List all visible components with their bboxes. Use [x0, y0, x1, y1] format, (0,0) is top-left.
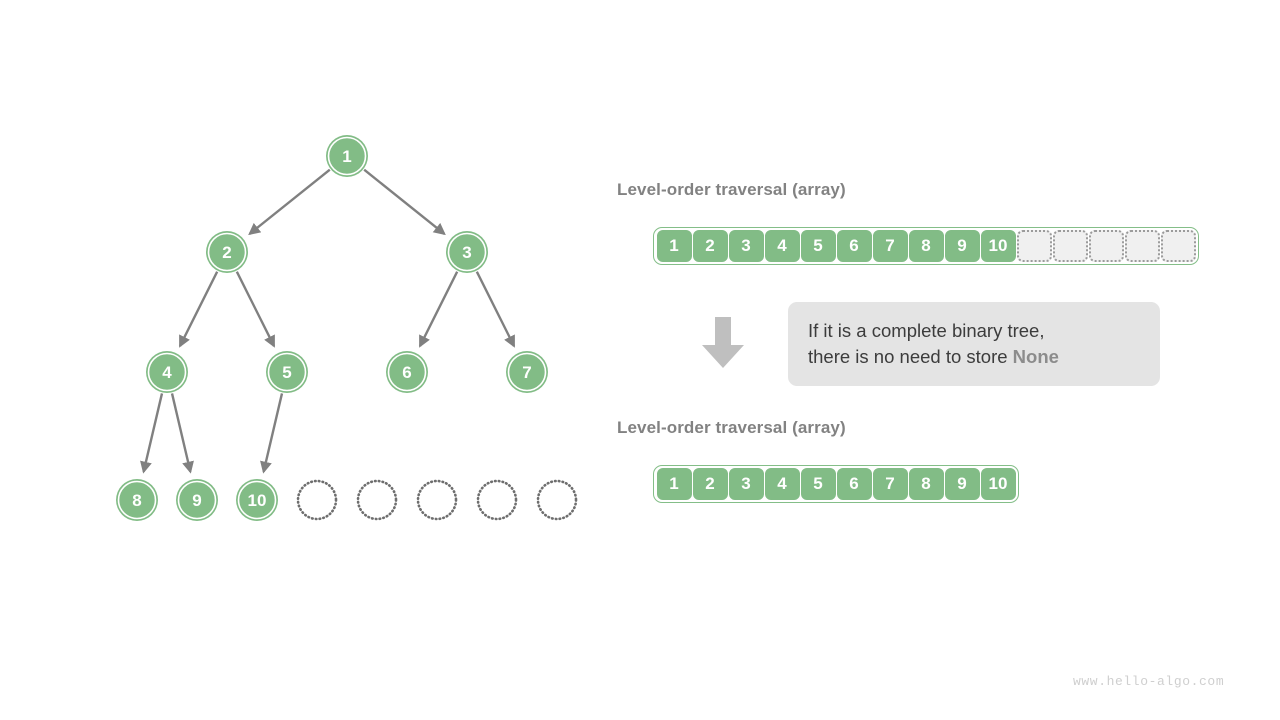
array-full-empty-cell-1: [1052, 230, 1088, 262]
array-full-cell-7: 8: [908, 230, 944, 262]
tree-node-placeholder-p3: [416, 479, 458, 521]
array-compact-cell-0: 1: [656, 468, 692, 500]
node-inner-ring: [117, 480, 157, 520]
array-full-cell-4: 5: [800, 230, 836, 262]
node-inner-ring: [507, 352, 547, 392]
tree-edge-n1-n3: [363, 168, 446, 236]
node-inner-ring: [177, 480, 217, 520]
array-full-cell-5: 6: [836, 230, 872, 262]
array-full-cell-2: 3: [728, 230, 764, 262]
node-label: 6: [402, 363, 411, 382]
array-full-empty-cell-3: [1124, 230, 1160, 262]
tree-edge-n1-n2: [248, 168, 331, 236]
tree-node-placeholder-p5: [536, 479, 578, 521]
tree-node-7: 7: [506, 351, 548, 393]
array-full-empty-cell-2: [1088, 230, 1124, 262]
placeholder-circle: [416, 479, 458, 521]
watermark: www.hello-algo.com: [1073, 674, 1225, 689]
node-label: 2: [222, 243, 231, 262]
array-compact-cell-9: 10: [980, 468, 1016, 500]
node-circle: [146, 351, 188, 393]
callout-line-1: If it is a complete binary tree,: [808, 320, 1045, 341]
array-compact-cell-5: 6: [836, 468, 872, 500]
node-label: 10: [248, 491, 267, 510]
array-full-empty-cell-4: [1160, 230, 1196, 262]
node-label: 8: [132, 491, 141, 510]
callout-line-2: there is no need to store None: [808, 344, 1140, 370]
node-inner-ring: [387, 352, 427, 392]
node-circle: [446, 231, 488, 273]
node-inner-ring: [327, 136, 367, 176]
array-compact-cell-8: 9: [944, 468, 980, 500]
array-compact-cell-1: 2: [692, 468, 728, 500]
node-circle: [326, 135, 368, 177]
node-circle: [386, 351, 428, 393]
node-label: 3: [462, 243, 471, 262]
array-full-cell-3: 4: [764, 230, 800, 262]
tree-edge-n2-n4: [178, 271, 219, 348]
array-compact-cell-2: 3: [728, 468, 764, 500]
node-circle: [116, 479, 158, 521]
array-full-cell-6: 7: [872, 230, 908, 262]
tree-node-placeholder-p2: [356, 479, 398, 521]
array-compact-cell-6: 7: [872, 468, 908, 500]
array-full-empty-cell-0: [1016, 230, 1052, 262]
node-inner-ring: [447, 232, 487, 272]
array-full-cell-8: 9: [944, 230, 980, 262]
tree-edge-n4-n9: [170, 393, 194, 474]
node-label: 1: [342, 147, 351, 166]
array-full-cell-9: 10: [980, 230, 1016, 262]
heading-level-order-array-compact: Level-order traversal (array): [617, 418, 846, 437]
arrow-down-icon: [699, 313, 747, 373]
node-circle: [236, 479, 278, 521]
tree-node-10: 10: [236, 479, 278, 521]
node-label: 5: [282, 363, 291, 382]
array-compact-cell-7: 8: [908, 468, 944, 500]
node-label: 9: [192, 491, 201, 510]
tree-node-6: 6: [386, 351, 428, 393]
tree-node-4: 4: [146, 351, 188, 393]
node-inner-ring: [207, 232, 247, 272]
tree-node-placeholder-p4: [476, 479, 518, 521]
tree-node-1: 1: [326, 135, 368, 177]
tree-edge-layer: [140, 168, 516, 474]
array-full-cell-1: 2: [692, 230, 728, 262]
placeholder-circle: [476, 479, 518, 521]
callout-note: If it is a complete binary tree, there i…: [788, 302, 1160, 386]
array-compact-cell-4: 5: [800, 468, 836, 500]
array-full-cell-0: 1: [656, 230, 692, 262]
tree-node-5: 5: [266, 351, 308, 393]
node-label: 7: [522, 363, 531, 382]
node-circle: [506, 351, 548, 393]
node-inner-ring: [147, 352, 187, 392]
heading-level-order-array-full: Level-order traversal (array): [617, 180, 846, 199]
tree-node-2: 2: [206, 231, 248, 273]
tree-edge-n5-n10: [260, 393, 284, 474]
tree-edge-n3-n6: [418, 271, 459, 348]
tree-node-placeholder-p1: [296, 479, 338, 521]
node-label: 4: [162, 363, 172, 382]
tree-edge-n4-n8: [140, 393, 164, 474]
placeholder-circle: [296, 479, 338, 521]
node-circle: [266, 351, 308, 393]
node-inner-ring: [267, 352, 307, 392]
placeholder-circle: [536, 479, 578, 521]
tree-node-9: 9: [176, 479, 218, 521]
callout-line-2-text: there is no need to store: [808, 346, 1013, 367]
tree-node-8: 8: [116, 479, 158, 521]
array-compact-cell-3: 4: [764, 468, 800, 500]
node-circle: [206, 231, 248, 273]
callout-none-keyword: None: [1012, 346, 1059, 367]
node-inner-ring: [237, 480, 277, 520]
node-circle: [176, 479, 218, 521]
placeholder-circle: [356, 479, 398, 521]
tree-edge-n3-n7: [475, 271, 516, 348]
tree-node-3: 3: [446, 231, 488, 273]
tree-edge-n2-n5: [235, 271, 276, 348]
tree-node-layer: 1 2 3 4 5 6 7 8 9 10: [116, 135, 578, 521]
